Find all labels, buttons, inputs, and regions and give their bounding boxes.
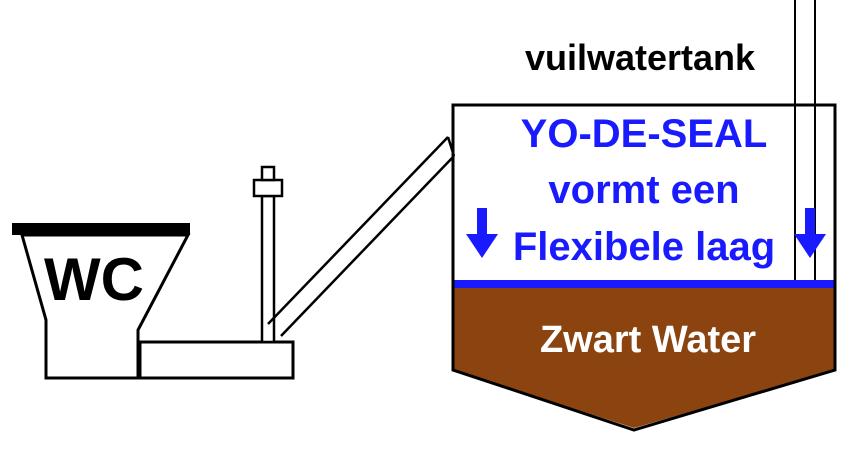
seal-line-3: Flexibele laag — [513, 225, 775, 269]
toilet-seat — [12, 223, 190, 235]
waste-tank — [451, 103, 837, 432]
tank-outline — [451, 103, 837, 432]
valve-pipe — [252, 165, 284, 344]
toilet: WC — [12, 223, 191, 380]
seal-line-1: YO-DE-SEAL — [521, 112, 768, 156]
down-arrow-icon — [466, 208, 498, 258]
down-arrow-icon — [794, 208, 826, 258]
seal-layer — [453, 280, 835, 288]
black-water-fill — [453, 286, 835, 428]
water-label: Zwart Water — [540, 319, 756, 361]
inlet-pipe — [267, 136, 456, 337]
tank-label: vuilwatertank — [525, 37, 756, 78]
seal-line-2: vormt een — [548, 168, 739, 212]
pump-base — [138, 340, 295, 380]
toilet-bowl — [20, 233, 191, 380]
toilet-label: WC — [44, 246, 144, 313]
